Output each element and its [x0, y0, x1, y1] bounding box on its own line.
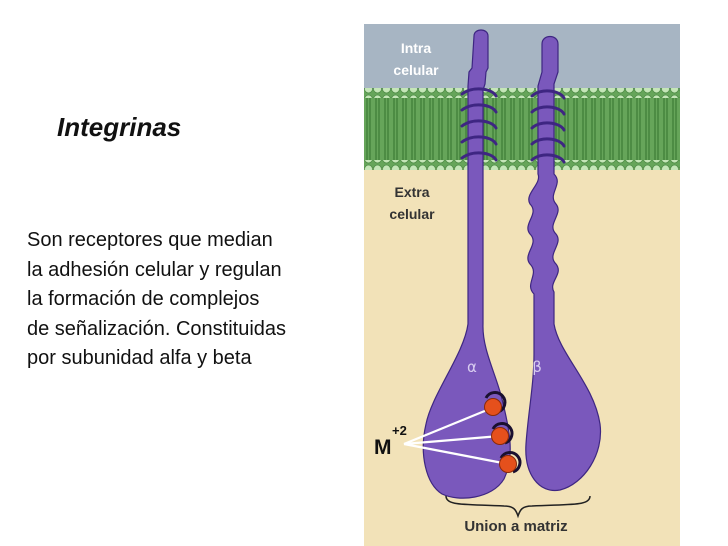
description-line: la formación de complejos [27, 288, 260, 310]
matrix-binding-label: Union a matriz [464, 518, 567, 535]
description-line: la adhesión celular y regulan [27, 258, 282, 281]
intracellular-label-line: celular [393, 62, 439, 78]
description-line: Son receptores que median [27, 229, 273, 251]
metal-label: M [374, 436, 392, 459]
cell-membrane [364, 88, 680, 170]
extracellular-label-line: Extra [394, 184, 429, 200]
metal-ion [484, 398, 502, 416]
slide-title: Integrinas [57, 112, 182, 142]
slide-description: Son receptores que median la adhesión ce… [27, 226, 347, 374]
metal-ion [491, 427, 509, 445]
integrin-diagram: Intra celular Extra celular α β M +2 Uni… [364, 24, 680, 546]
intracellular-label-line: Intra [401, 40, 432, 56]
description-line: por subunidad alfa y beta [27, 347, 252, 369]
alpha-label: α [467, 358, 477, 376]
metal-ion [499, 455, 517, 473]
beta-label: β [532, 358, 542, 376]
matrix-binding-bracket [445, 495, 591, 519]
intracellular-region [364, 24, 680, 90]
alpha-subunit [422, 29, 522, 499]
extracellular-label-line: celular [389, 206, 435, 222]
beta-subunit [525, 35, 602, 492]
metal-ion-lines [403, 406, 509, 466]
metal-charge-label: +2 [392, 423, 407, 438]
description-line: de señalización. Constituidas [27, 317, 287, 340]
